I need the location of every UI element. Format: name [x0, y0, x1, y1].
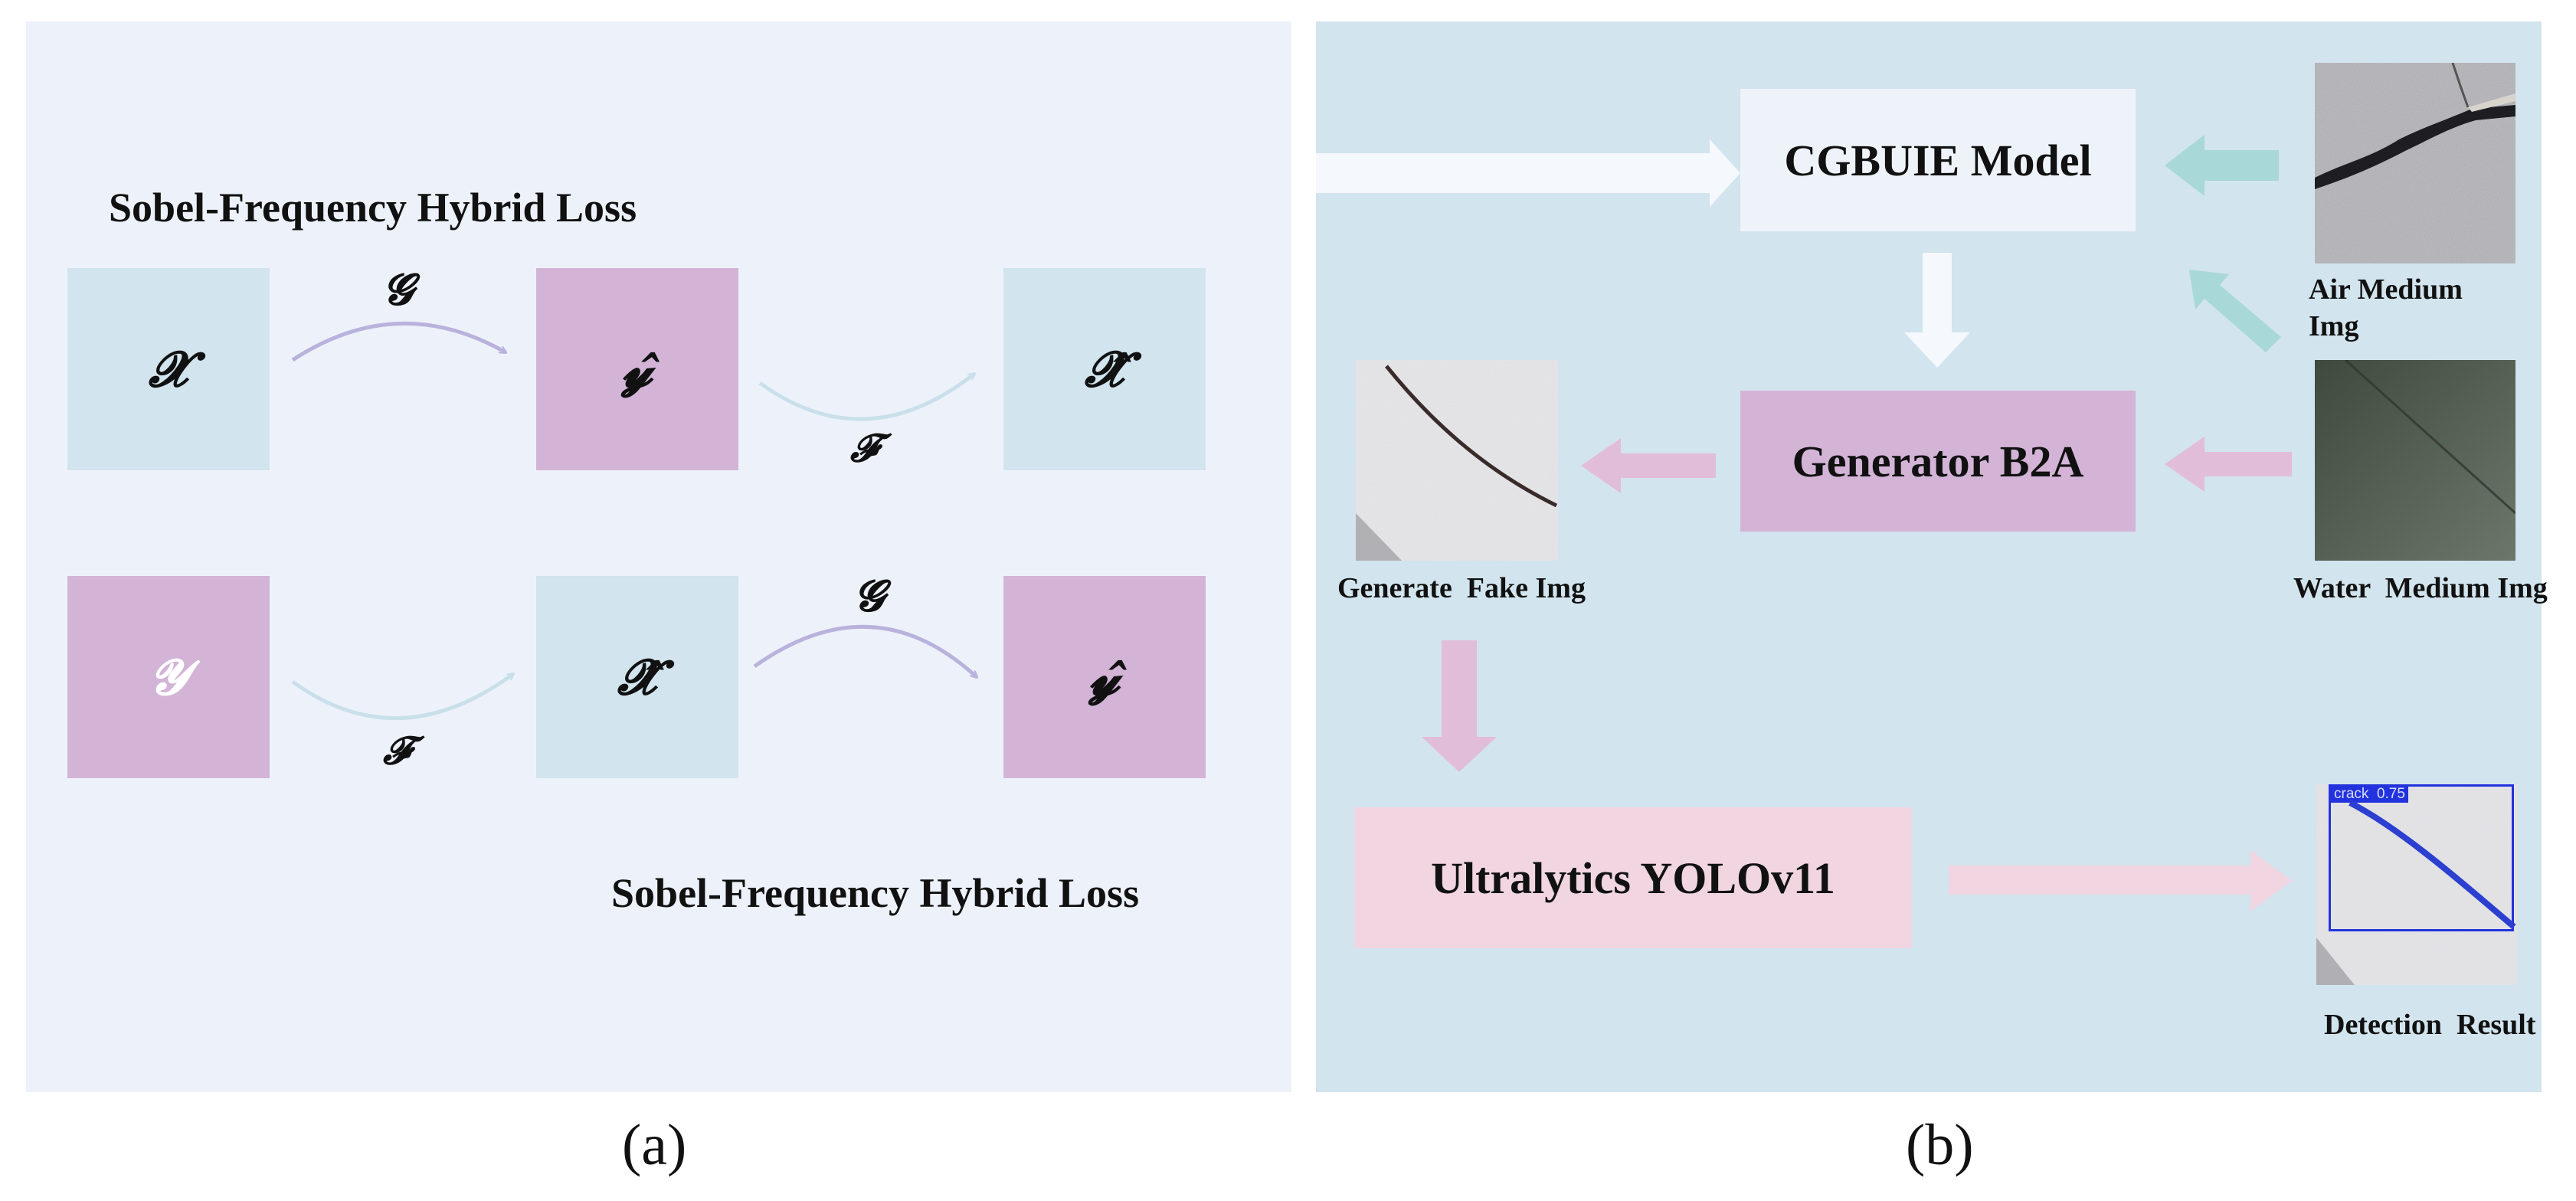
- y-box: 𝓨: [67, 576, 270, 778]
- detection-tag: crack 0.75: [2331, 786, 2408, 803]
- water-medium-image: [2315, 360, 2515, 561]
- x-hat-box-2: 𝓧̂: [536, 576, 738, 778]
- x-hat-symbol: 𝓧̂: [1085, 340, 1124, 398]
- panel-a: [26, 21, 1291, 1092]
- y-symbol: 𝓨: [149, 648, 188, 706]
- air-medium-image: [2315, 63, 2515, 263]
- detection-bounding-box: [2329, 784, 2514, 931]
- g-mapping-label: 𝓖: [383, 264, 414, 315]
- air-medium-label-line2: Img: [2309, 310, 2359, 342]
- y-hat-box-2: 𝔂̂: [1003, 576, 1206, 778]
- loss-label-top: Sobel-Frequency Hybrid Loss: [109, 185, 637, 231]
- air-medium-label-line1: Air Medium: [2309, 273, 2463, 306]
- generate-fake-label: Generate Fake Img: [1337, 572, 1586, 604]
- x-symbol: 𝓧: [149, 340, 188, 398]
- x-box: 𝓧: [67, 268, 270, 470]
- loss-label-bottom: Sobel-Frequency Hybrid Loss: [611, 870, 1140, 916]
- y-hat-symbol-2: 𝔂̂: [1089, 648, 1120, 706]
- x-hat-symbol-2: 𝓧̂: [617, 648, 657, 706]
- y-hat-symbol: 𝔂̂: [622, 340, 653, 398]
- g-mapping-label-2: 𝓖: [854, 571, 885, 621]
- f-mapping-label: 𝓕: [850, 425, 879, 470]
- detection-result-label: Detection Result: [2324, 1009, 2536, 1041]
- generator-b2a-box: Generator B2A: [1740, 391, 2136, 532]
- x-hat-box: 𝓧̂: [1003, 268, 1206, 470]
- y-hat-box: 𝔂̂: [536, 268, 738, 470]
- water-medium-label: Water Medium Img: [2293, 572, 2548, 604]
- caption-b: (b): [1906, 1113, 1974, 1177]
- generated-fake-image: [1356, 360, 1558, 561]
- yolo-detector-box: Ultralytics YOLOv11: [1354, 807, 1912, 948]
- caption-a: (a): [622, 1113, 687, 1177]
- cgbuie-model-box: CGBUIE Model: [1740, 89, 2136, 231]
- f-mapping-label-2: 𝓕: [383, 728, 411, 773]
